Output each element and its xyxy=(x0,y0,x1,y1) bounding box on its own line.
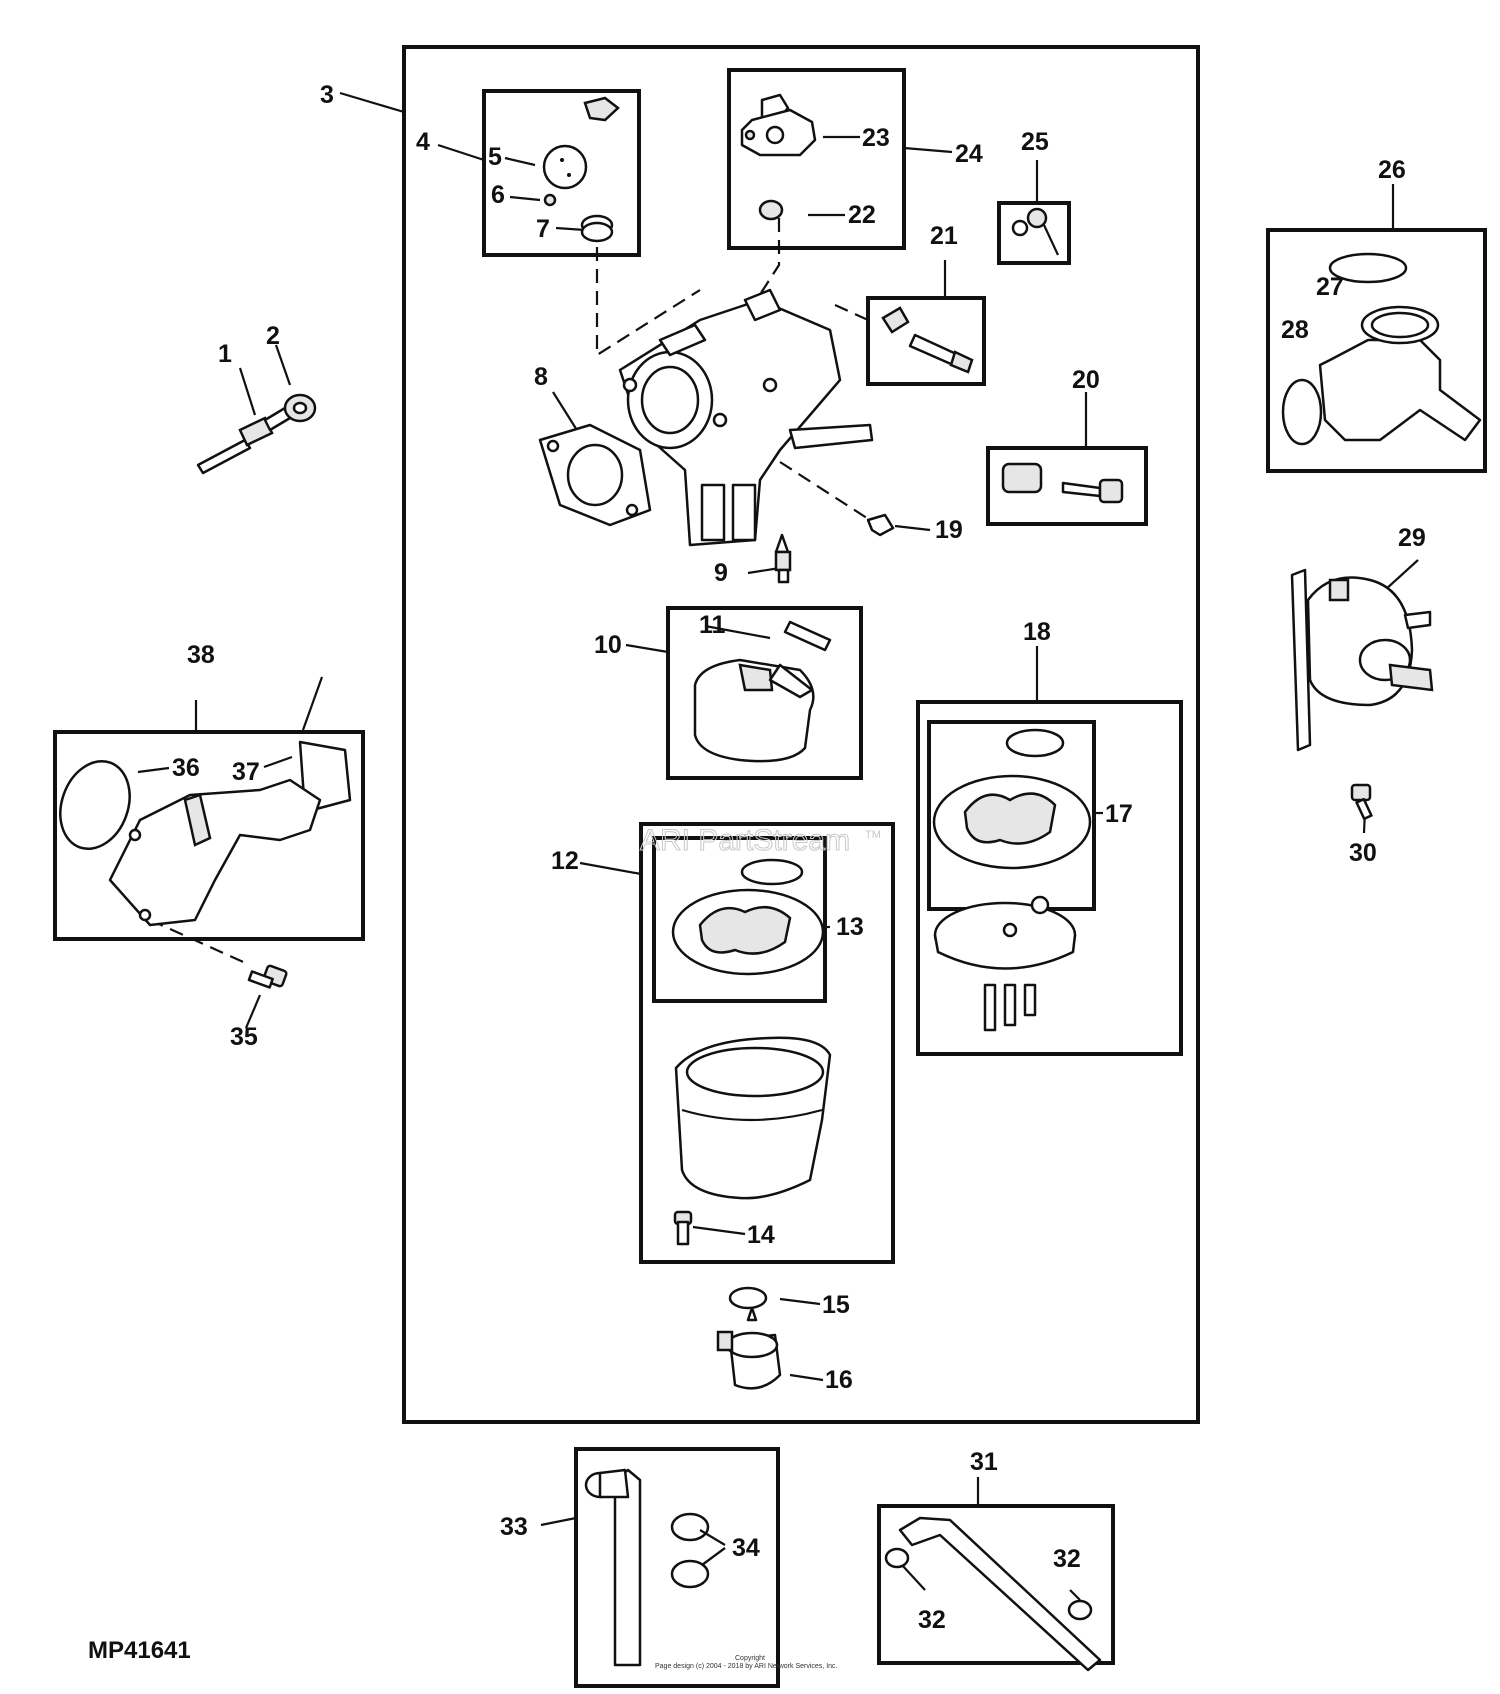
callout-15: 15 xyxy=(822,1291,850,1319)
box-24 xyxy=(727,68,906,250)
copyright-line-1: Copyright xyxy=(735,1655,765,1662)
callout-23: 23 xyxy=(862,124,890,152)
screw-spring-part-21 xyxy=(881,306,974,374)
washer-part-15 xyxy=(728,1286,768,1310)
callout-5: 5 xyxy=(488,143,502,171)
float-part-10 xyxy=(693,620,832,763)
box-10 xyxy=(666,606,863,780)
box-38 xyxy=(53,730,365,941)
callout-2: 2 xyxy=(266,322,280,350)
callout-13: 13 xyxy=(836,913,864,941)
plate-part-18 xyxy=(933,895,1077,1032)
callout-38: 38 xyxy=(187,641,215,669)
nut-part-2 xyxy=(283,393,317,423)
callout-8: 8 xyxy=(534,363,548,391)
dash-line-7 xyxy=(595,247,701,357)
callout-36: 36 xyxy=(172,754,200,782)
callout-21: 21 xyxy=(930,222,958,250)
screw-part-14 xyxy=(673,1210,693,1246)
screw-part-30 xyxy=(1350,783,1373,821)
stud-part-1 xyxy=(196,406,292,475)
throttle-shaft-part-24 xyxy=(740,93,817,221)
clamp-part-32a xyxy=(884,1547,910,1569)
screw-part-35 xyxy=(247,964,288,989)
callout-17: 17 xyxy=(1105,800,1133,828)
callout-25: 25 xyxy=(1021,128,1049,156)
callout-26: 26 xyxy=(1378,156,1406,184)
callout-29: 29 xyxy=(1398,524,1426,552)
gasket-part-8 xyxy=(538,423,652,527)
watermark-text: ARI PartStream xyxy=(640,824,850,857)
fitting-part-25 xyxy=(1011,207,1059,256)
callout-12: 12 xyxy=(551,847,579,875)
dash-line-22 xyxy=(749,218,781,311)
needle-part-9 xyxy=(774,533,792,584)
box-26 xyxy=(1266,228,1487,473)
callout-37: 37 xyxy=(232,758,260,786)
box-20 xyxy=(986,446,1148,526)
box-18 xyxy=(916,700,1183,1056)
fuel-line-part-31 xyxy=(898,1516,1102,1672)
callout-32-upper: 32 xyxy=(1053,1545,1081,1573)
float-bowl-part-12 xyxy=(674,1036,832,1200)
dash-line-21 xyxy=(834,303,869,322)
callout-9: 9 xyxy=(714,559,728,587)
callout-31: 31 xyxy=(970,1448,998,1476)
clamps-part-34 xyxy=(670,1512,726,1589)
box-21 xyxy=(866,296,986,386)
callout-24: 24 xyxy=(955,140,983,168)
box-31 xyxy=(877,1504,1115,1665)
hose-part-33 xyxy=(584,1468,642,1667)
callout-28: 28 xyxy=(1281,316,1309,344)
dash-line-35 xyxy=(149,918,251,967)
gasket-o-ring-part-13 xyxy=(671,858,825,976)
callout-18: 18 xyxy=(1023,618,1051,646)
clip-part-19 xyxy=(866,513,895,537)
callout-30: 30 xyxy=(1349,839,1377,867)
box-12 xyxy=(639,822,895,1264)
drawing-code: MP41641 xyxy=(88,1637,191,1664)
callout-20: 20 xyxy=(1072,366,1100,394)
leader-lines xyxy=(137,91,1419,1566)
callout-1: 1 xyxy=(218,340,232,368)
manifold-part-38 xyxy=(59,740,352,927)
callout-10: 10 xyxy=(594,631,622,659)
box-4 xyxy=(482,89,641,257)
callout-27: 27 xyxy=(1316,273,1344,301)
box-33 xyxy=(574,1447,780,1688)
gasket-o-ring-part-17 xyxy=(932,728,1092,870)
callout-34: 34 xyxy=(732,1534,760,1562)
solenoid-part-16 xyxy=(716,1306,782,1390)
callout-4: 4 xyxy=(416,128,430,156)
screw-spring-part-20 xyxy=(1001,462,1124,504)
box-13 xyxy=(652,836,827,1003)
callouts: 1 2 3 4 5 6 7 8 9 10 11 12 13 14 15 16 1… xyxy=(172,81,1426,1634)
callout-22: 22 xyxy=(848,201,876,229)
callout-14: 14 xyxy=(747,1221,775,1249)
clamp-part-32b xyxy=(1067,1599,1093,1621)
fuel-pump-part-29 xyxy=(1290,568,1434,752)
callout-19: 19 xyxy=(935,516,963,544)
callout-33: 33 xyxy=(500,1513,528,1541)
watermark-trademark: TM xyxy=(865,829,881,841)
callout-35: 35 xyxy=(230,1023,258,1051)
dash-line-19 xyxy=(779,461,871,521)
box-25 xyxy=(997,201,1071,265)
carburetor-assembly-frame xyxy=(402,45,1200,1424)
callout-16: 16 xyxy=(825,1366,853,1394)
carburetor-body xyxy=(618,288,874,547)
callout-11: 11 xyxy=(699,611,726,639)
callout-7: 7 xyxy=(536,215,550,243)
callout-32-lower: 32 xyxy=(918,1606,946,1634)
callout-6: 6 xyxy=(491,181,505,209)
copyright-line-2: Page design (c) 2004 - 2018 by ARI Netwo… xyxy=(655,1663,838,1670)
choke-shaft-part-4 xyxy=(542,96,620,243)
elbow-part-26 xyxy=(1281,252,1482,446)
callout-3: 3 xyxy=(320,81,334,109)
